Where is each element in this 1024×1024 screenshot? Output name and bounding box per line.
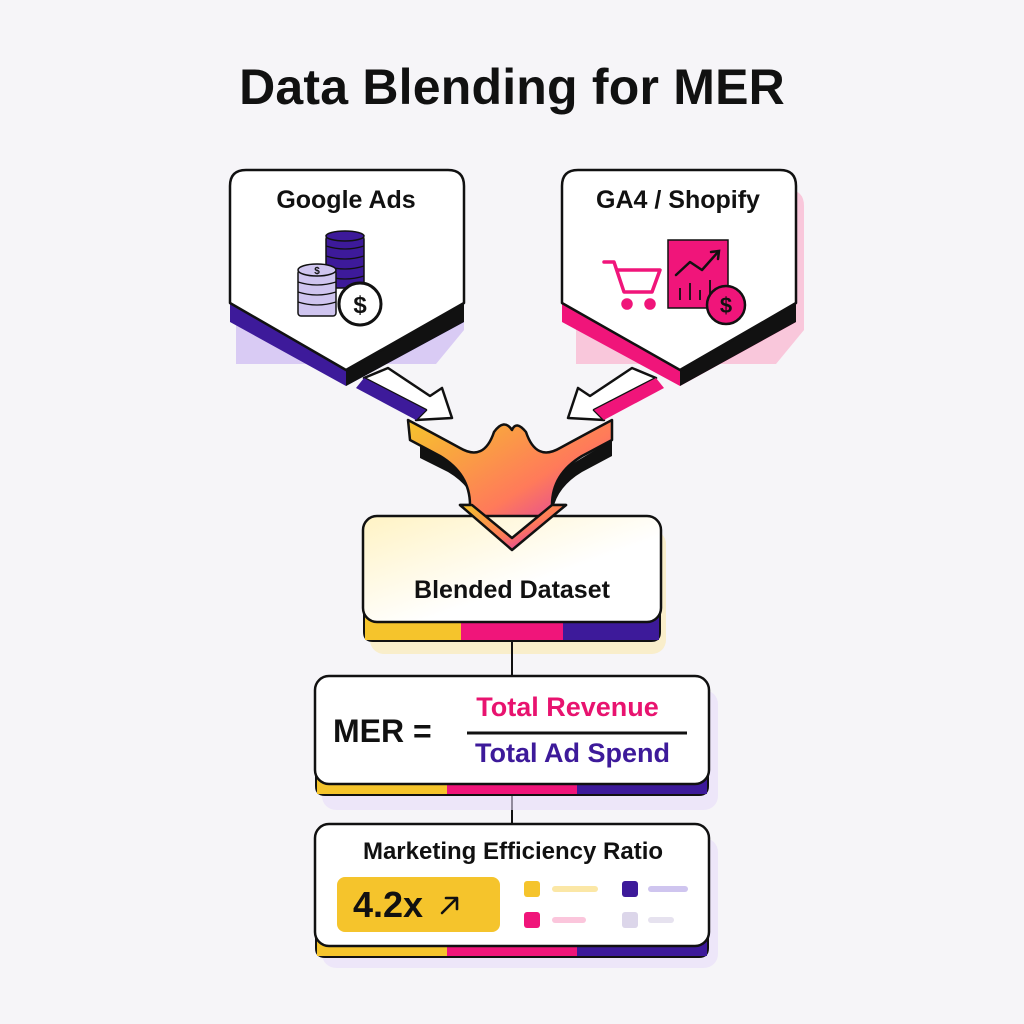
mer-value: 4.2x bbox=[353, 883, 424, 925]
result-title: Marketing Efficiency Ratio bbox=[362, 838, 664, 865]
dollar-coin-icon: $ bbox=[337, 281, 383, 327]
legend-markers bbox=[524, 881, 688, 928]
blended-dataset-label: Blended Dataset bbox=[414, 576, 610, 604]
blended-dataset-card bbox=[361, 514, 666, 654]
merge-arrow bbox=[356, 366, 664, 560]
formula-denominator: Total Ad Spend bbox=[475, 738, 670, 768]
formula-card bbox=[313, 674, 718, 810]
growth-chart-icon: $ bbox=[667, 239, 747, 326]
page-title: Data Blending for MER bbox=[239, 59, 785, 115]
formula-lhs: MER = bbox=[333, 713, 432, 749]
trend-arrow-icon bbox=[440, 896, 459, 914]
formula-numerator: Total Revenue bbox=[476, 692, 659, 722]
mer-value-badge: 4.2x bbox=[337, 877, 500, 932]
svg-text:$: $ bbox=[314, 266, 320, 277]
source-label-google-ads: Google Ads bbox=[276, 186, 416, 214]
merge-arrow-tip bbox=[458, 503, 568, 552]
shopping-cart-icon bbox=[602, 260, 662, 310]
svg-text:$: $ bbox=[720, 293, 732, 318]
svg-text:$: $ bbox=[353, 292, 367, 319]
coin-stack-icon: $ bbox=[297, 230, 365, 317]
source-label-ga4-shopify: GA4 / Shopify bbox=[596, 186, 760, 214]
